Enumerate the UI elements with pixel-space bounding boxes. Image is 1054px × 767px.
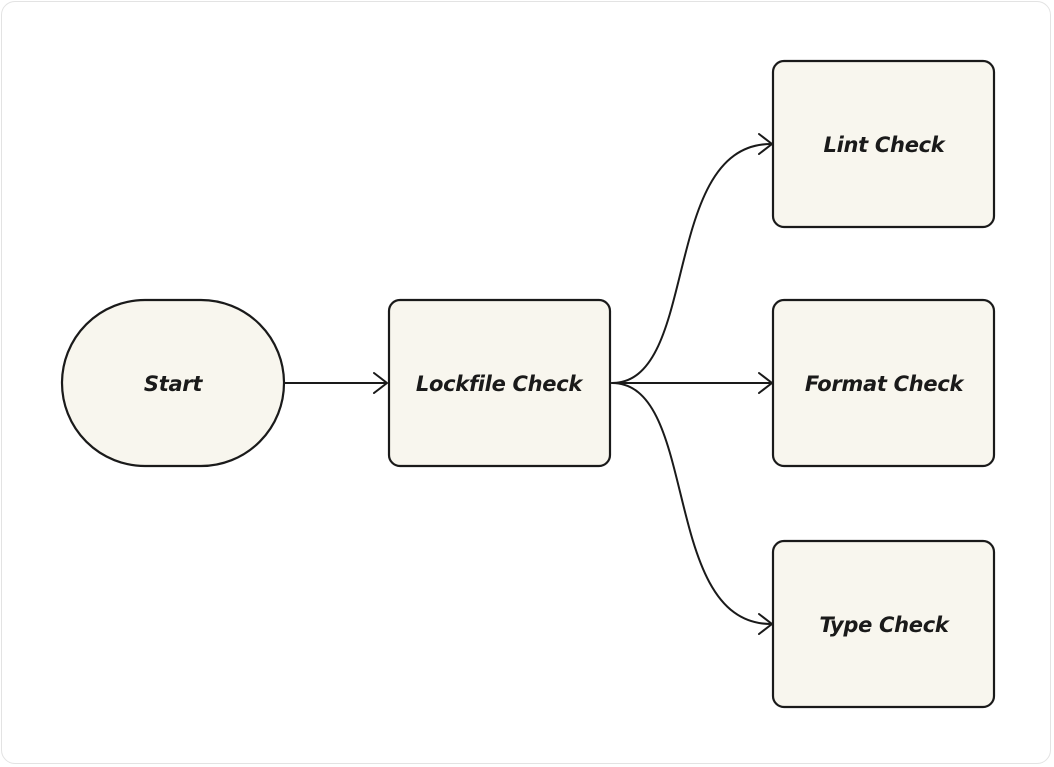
- edge-lockfile-to-lint: [611, 143, 772, 384]
- type-check-label: Type Check: [819, 613, 950, 637]
- node-lint-check[interactable]: Lint Check: [771, 59, 996, 229]
- format-check-shape: [771, 298, 996, 468]
- edges: [283, 133, 773, 635]
- node-type-check[interactable]: Type Check: [771, 539, 996, 709]
- arrowhead-lockfile: [373, 372, 388, 394]
- lint-check-label: Lint Check: [824, 133, 947, 157]
- lockfile-check-label: Lockfile Check: [416, 372, 584, 396]
- start-label: Start: [144, 372, 203, 396]
- lockfile-check-shape: [387, 298, 612, 468]
- start-shape: [60, 298, 286, 468]
- lint-check-shape: [771, 59, 996, 229]
- edge-lockfile-to-type: [611, 382, 772, 625]
- type-check-shape: [771, 539, 996, 709]
- format-check-label: Format Check: [805, 372, 966, 396]
- node-lockfile-check[interactable]: Lockfile Check: [387, 298, 612, 468]
- node-start[interactable]: Start: [60, 298, 286, 468]
- node-format-check[interactable]: Format Check: [771, 298, 996, 468]
